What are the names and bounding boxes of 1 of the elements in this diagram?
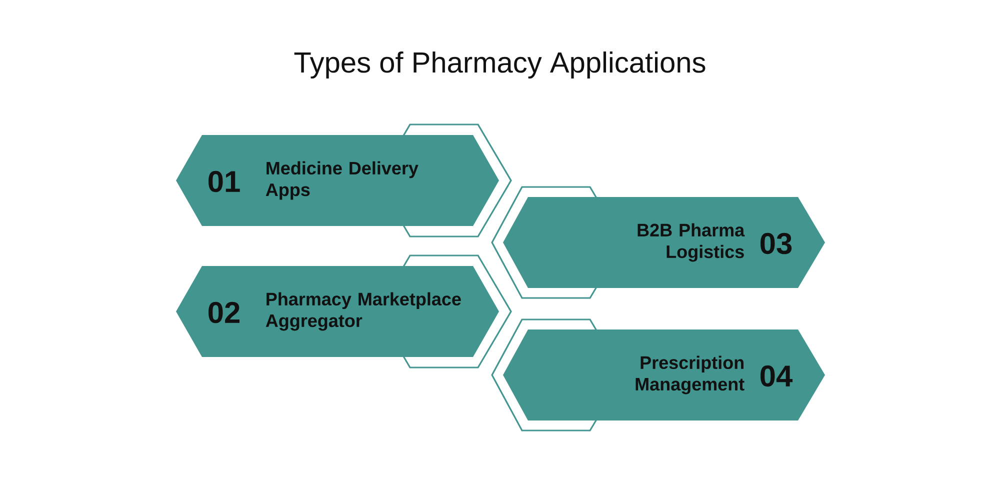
title: Types of Pharmacy Applications <box>294 52 706 79</box>
